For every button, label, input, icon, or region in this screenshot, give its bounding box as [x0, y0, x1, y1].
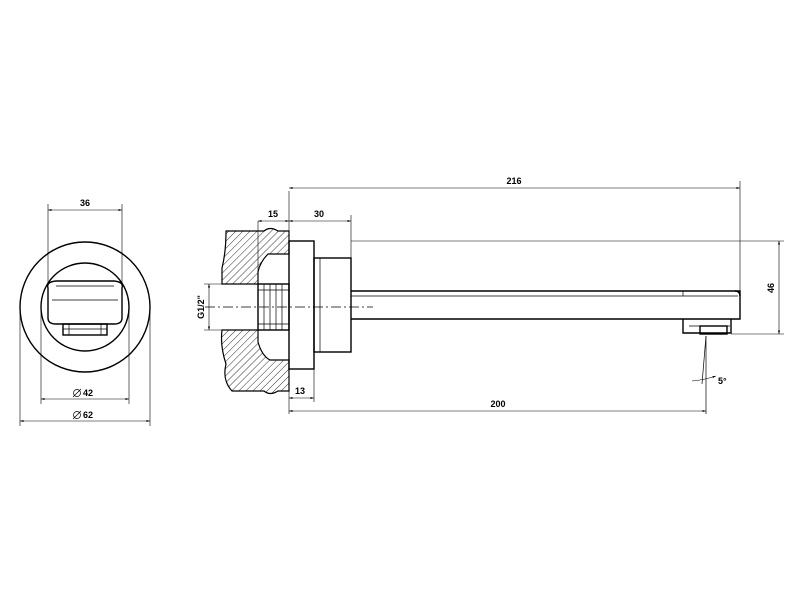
- escutcheon-collar: [313, 257, 352, 353]
- diameter-62-label: 62: [72, 410, 93, 420]
- front-view: 36 42 62: [19, 198, 151, 426]
- wall-section: [221, 227, 290, 285]
- wall-section-lower: [220, 329, 290, 395]
- spout-body: [351, 290, 741, 320]
- spout-outlet: [682, 319, 732, 334]
- aerator-outline: [62, 323, 108, 336]
- dimension-62-label: 62: [83, 410, 93, 420]
- dimension-216-label: 216: [506, 176, 521, 186]
- rosette-outer-circle: [19, 241, 151, 373]
- spout-front-outline: [46, 280, 124, 325]
- rosette-side: [288, 240, 315, 370]
- angle-label: 5°: [718, 376, 727, 386]
- dimension-42-label: 42: [83, 388, 93, 398]
- dimension-36-label: 36: [80, 198, 90, 208]
- dimension-13-label: 13: [295, 386, 305, 396]
- dimension-30-label: 30: [314, 209, 324, 219]
- diameter-42-label: 42: [72, 388, 93, 398]
- thread-label: G1/2": [196, 295, 206, 319]
- dimension-46-label: 46: [766, 283, 776, 293]
- side-view: 216 15 30 46 G1/2" 13 200 5°: [196, 176, 784, 414]
- rosette-inner-circle: [40, 262, 130, 352]
- dimension-15-label: 15: [268, 209, 278, 219]
- dimension-200-label: 200: [490, 399, 505, 409]
